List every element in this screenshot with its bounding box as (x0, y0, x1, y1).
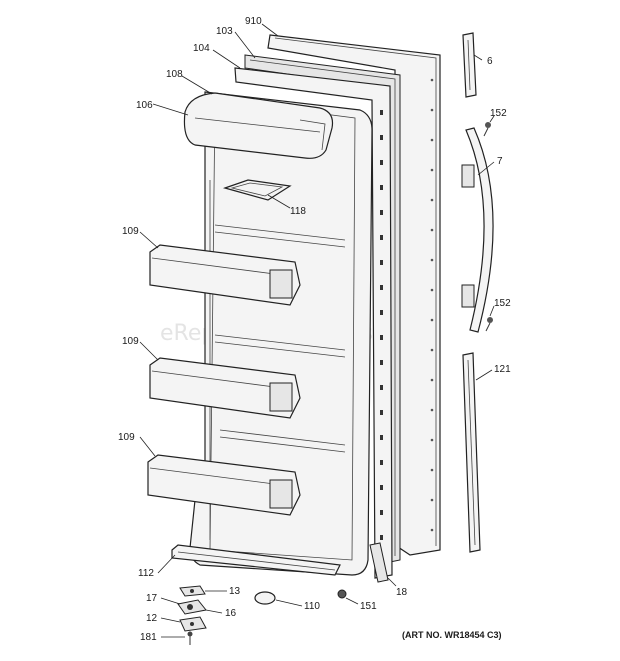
callout-106: 106 (136, 100, 153, 111)
callout-109-bottom: 109 (118, 432, 135, 443)
bottom-trim (171, 544, 341, 576)
callout-152-bottom: 152 (494, 298, 511, 309)
callout-110: 110 (304, 601, 320, 612)
door-shelf-bottom (147, 454, 301, 516)
callout-118: 118 (290, 206, 306, 217)
callout-103: 103 (216, 26, 233, 37)
callout-910: 910 (245, 16, 262, 27)
callout-151: 151 (360, 601, 377, 612)
small-shelf-bin (222, 179, 292, 201)
callout-18: 18 (396, 587, 408, 598)
callout-181: 181 (140, 632, 157, 643)
screw-152-bottom (485, 317, 493, 332)
handle-trim-top (462, 32, 477, 98)
door-shelf-top (149, 244, 301, 306)
art-number: (ART NO. WR18454 C3) (402, 630, 502, 640)
screw-151 (337, 589, 347, 599)
door-shelf-middle (149, 357, 301, 419)
callout-152-top: 152 (490, 108, 507, 119)
callout-16: 16 (225, 608, 237, 619)
callout-104: 104 (193, 43, 210, 54)
handle-trim-bottom (462, 352, 481, 553)
leader-lines (139, 23, 495, 638)
callout-112: 112 (138, 568, 154, 579)
callout-12: 12 (146, 613, 158, 624)
door-stop (254, 591, 276, 605)
callout-7: 7 (497, 156, 503, 167)
screw-152-top (483, 122, 491, 137)
callout-6: 6 (487, 56, 493, 67)
dairy-compartment-door (183, 92, 334, 159)
callout-121: 121 (494, 364, 511, 375)
hinge-assembly (177, 585, 207, 645)
door-handle (461, 127, 494, 333)
hinge-strip (369, 542, 389, 583)
callout-108: 108 (166, 69, 183, 80)
gasket-frame (234, 67, 393, 579)
callout-13: 13 (229, 586, 241, 597)
callout-109-top: 109 (122, 226, 139, 237)
callout-17: 17 (146, 593, 158, 604)
callout-109-middle: 109 (122, 336, 139, 347)
